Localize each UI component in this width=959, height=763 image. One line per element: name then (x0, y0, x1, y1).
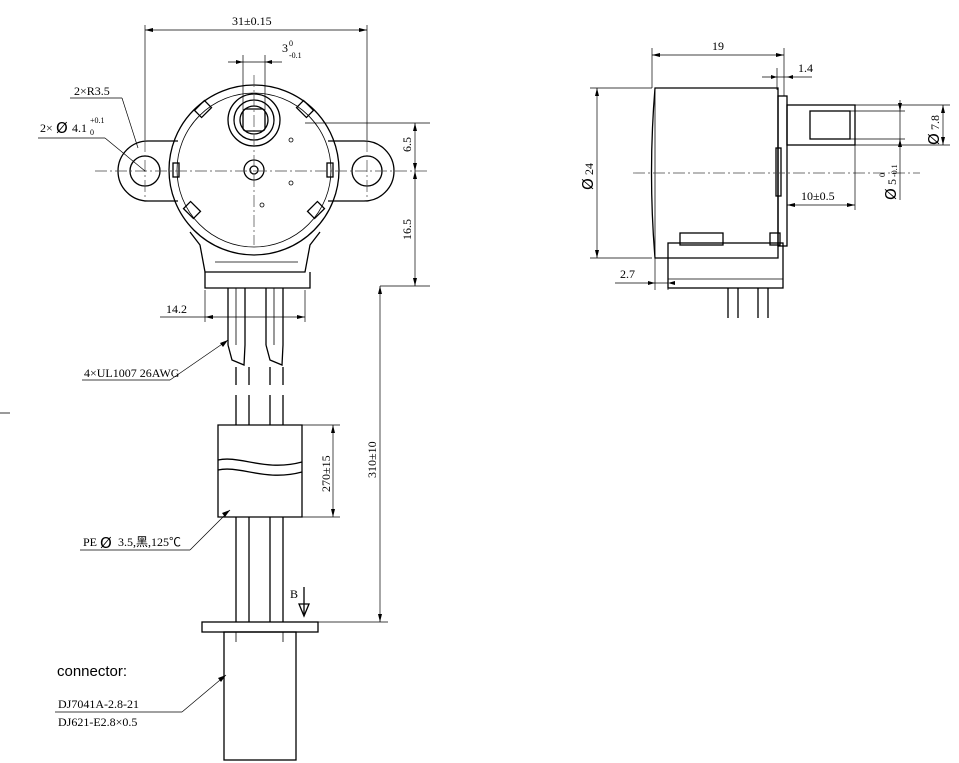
mounting-ear-right (328, 140, 395, 202)
shaft-diameter-symbol: Ø (925, 133, 943, 145)
pe-prefix: PE (83, 535, 97, 549)
pe-spec-label: 3.5,黑,125℃ (118, 535, 181, 549)
svg-text:+0.1: +0.1 (90, 116, 105, 125)
dim-side-length: 19 (712, 39, 724, 53)
dim-offset-upper: 6.5 (400, 137, 414, 152)
connector-body (201, 621, 319, 761)
svg-text:-0.1: -0.1 (890, 164, 899, 177)
dim-shaft-length: 10±0.5 (801, 189, 835, 203)
svg-text:0: 0 (289, 39, 293, 48)
motor-housing-inner (176, 92, 332, 248)
svg-text:0: 0 (90, 128, 94, 137)
flat-diameter-symbol: Ø (882, 188, 900, 200)
view-label-b: B (290, 587, 298, 601)
side-shaft (786, 104, 856, 146)
dim-tab-width: 3 (282, 41, 288, 55)
side-diameter-symbol: Ø (579, 178, 597, 190)
connector-part-1: DJ7041A-2.8-21 (58, 697, 139, 711)
dim-hole-value: 4.1 (72, 121, 87, 135)
dim-side-flange: 1.4 (798, 61, 813, 75)
dim-side-offset: 2.7 (620, 267, 635, 281)
dim-hole-prefix: 2× (40, 121, 53, 135)
dim-housing-width: 14.2 (166, 302, 187, 316)
svg-text:-0.1: -0.1 (289, 51, 302, 60)
lead-wires (227, 288, 284, 425)
dim-ear-radius: 2×R3.5 (74, 84, 110, 98)
dim-total-length: 310±10 (365, 441, 379, 478)
pe-diameter-symbol: Ø (100, 534, 112, 552)
wire-exit-housing (189, 231, 321, 273)
pe-sleeve (217, 424, 303, 622)
connector-caption: connector: (57, 663, 127, 680)
front-view: B 31±0.15 3 0 -0.1 2×R3.5 2× Ø 4.1 +0.1 … (0, 14, 430, 761)
wire-spec-label: 4×UL1007 26AWG (84, 366, 180, 380)
side-view: 19 1.4 Ø 24 Ø 7.8 Ø 5 0 -0.1 10±0.5 (579, 39, 950, 318)
svg-text:0: 0 (878, 173, 887, 177)
dim-shaft-flat: 5 (885, 179, 899, 185)
dim-shaft-diameter: 7.8 (928, 115, 942, 130)
side-connector (667, 242, 784, 289)
diameter-symbol: Ø (56, 119, 68, 137)
dim-side-diameter: 24 (582, 163, 596, 175)
dim-width-total: 31±0.15 (232, 14, 272, 28)
dim-offset-lower: 16.5 (400, 219, 414, 240)
dim-sleeve-length: 270±15 (319, 455, 333, 492)
connector-part-2: DJ621-E2.8×0.5 (58, 715, 137, 729)
